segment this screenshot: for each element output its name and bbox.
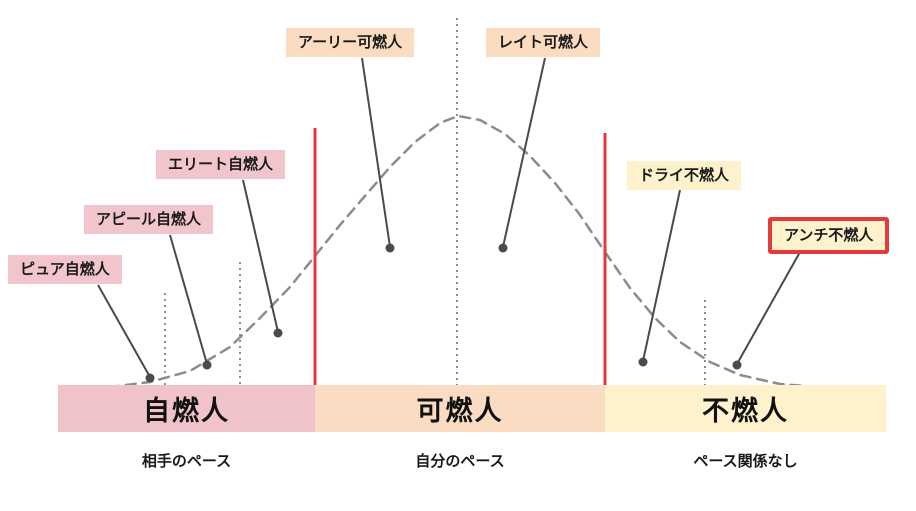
band-self-burner: 自燃人 [58, 385, 315, 432]
band-captions: 相手のペース 自分のペース ペース関係なし [58, 446, 886, 471]
caption-others-pace: 相手のペース [141, 452, 232, 470]
label-anti-nonflammable: アンチ不燃人 [768, 217, 890, 254]
point-dot-late [498, 243, 508, 253]
band-nonflammable: 不燃人 [605, 385, 886, 432]
bell-curve [73, 114, 887, 392]
callout-line-pure [97, 284, 151, 378]
callout-line-anti [736, 251, 801, 365]
callout-line-late [502, 57, 546, 248]
callout-line-elite [242, 179, 279, 333]
label-pure-self-burner: ピュア自燃人 [8, 255, 122, 284]
category-bands: 自燃人 可燃人 不燃人 [58, 385, 886, 432]
label-late-combustible: レイト可燃人 [486, 28, 601, 57]
caption-own-pace: 自分のペース [415, 452, 505, 470]
point-dot-dry [638, 357, 648, 367]
label-elite-self-burner: エリート自燃人 [156, 150, 286, 179]
point-dot-anti [732, 360, 742, 370]
point-dot-pure [145, 373, 155, 383]
point-dot-elite [273, 328, 283, 338]
callout-line-early [361, 57, 391, 248]
callout-line-appeal [169, 234, 208, 365]
point-dot-appeal [202, 360, 212, 370]
band-combustible: 可燃人 [315, 385, 605, 432]
label-early-combustible: アーリー可燃人 [286, 28, 415, 57]
label-appeal-self-burner: アピール自燃人 [84, 205, 214, 234]
point-dot-early [385, 243, 395, 253]
caption-no-pace: ペース関係なし [693, 452, 798, 470]
label-dry-nonflammable: ドライ不燃人 [627, 161, 742, 190]
callout-line-dry [642, 189, 681, 362]
